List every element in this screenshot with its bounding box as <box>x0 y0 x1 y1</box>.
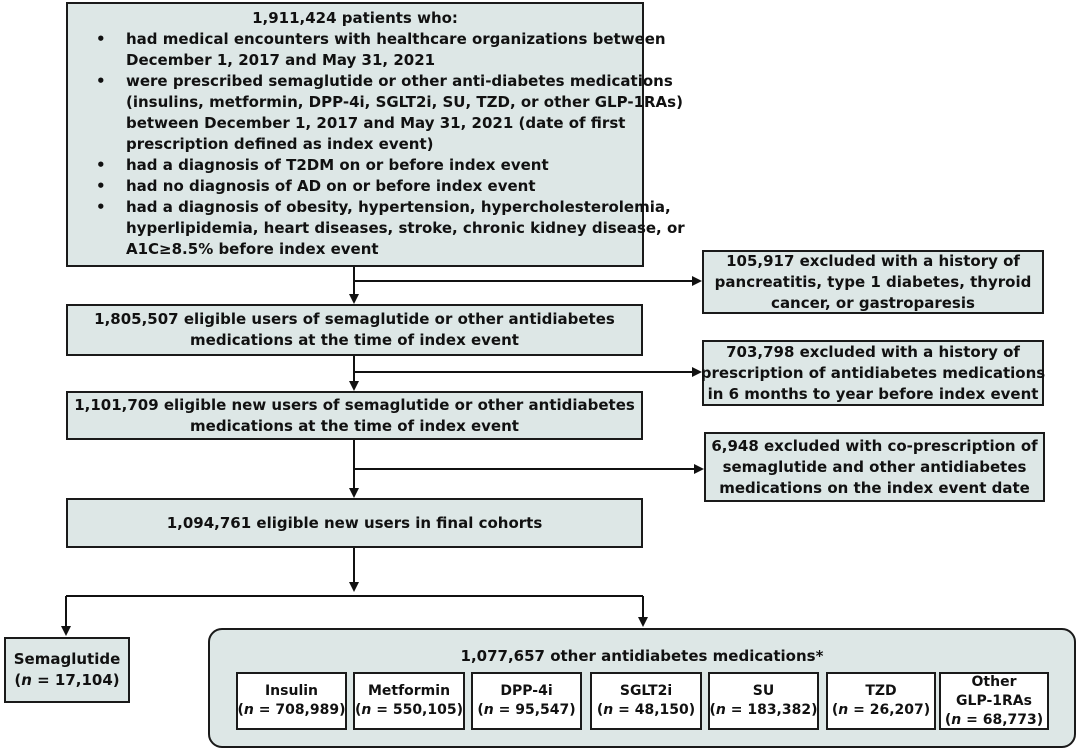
medication-name: Other <box>971 673 1017 690</box>
eligible-new-users-line: 1,101,709 eligible new users of semaglut… <box>74 395 635 414</box>
exclusion-box-3: 6,948 excluded with co-prescription of se… <box>704 432 1045 502</box>
initial-population-title: 1,911,424 patients who: <box>252 9 458 27</box>
initial-population-box: 1,911,424 patients who: had medical enco… <box>66 2 685 267</box>
medication-count: (n = 68,773) <box>944 711 1044 728</box>
criterion-line: had a diagnosis of T2DM on or before ind… <box>126 156 549 174</box>
exclusion-2-line: in 6 months to year before index event <box>707 384 1039 403</box>
semaglutide-count: (n = 17,104) <box>14 671 120 689</box>
medication-count: (n = 48,150) <box>596 702 696 718</box>
eligible-users-box: 1,805,507 eligible users of semaglutide … <box>66 304 643 356</box>
inclusion-criterion: had a diagnosis of obesity, hypertension… <box>78 197 685 260</box>
medication-name: SU <box>752 683 775 699</box>
exclusion-3-line: semaglutide and other antidiabetes <box>722 457 1027 476</box>
medication-name: Insulin <box>264 683 319 699</box>
medication-count: (n = 550,105) <box>354 702 464 718</box>
exclusion-1-line: pancreatitis, type 1 diabetes, thyroid <box>714 272 1032 291</box>
inclusion-criterion: were prescribed semaglutide or other ant… <box>78 71 683 155</box>
exclusion-3-line: medications on the index event date <box>719 478 1030 497</box>
medication-box: SGLT2i (n = 48,150) <box>590 672 702 730</box>
semaglutide-box: Semaglutide (n = 17,104) <box>4 637 130 703</box>
criterion-line: December 1, 2017 and May 31, 2021 <box>126 51 436 69</box>
exclusion-box-1: 105,917 excluded with a history of pancre… <box>702 250 1044 314</box>
medication-box: DPP-4i (n = 95,547) <box>471 672 582 730</box>
medication-box: Metformin (n = 550,105) <box>353 672 465 730</box>
criterion-line: were prescribed semaglutide or other ant… <box>126 72 673 90</box>
medication-count: (n = 95,547) <box>477 702 576 718</box>
medication-count: (n = 183,382) <box>709 702 818 718</box>
exclusion-2-line: prescription of antidiabetes medications <box>700 363 1046 382</box>
inclusion-criterion: had no diagnosis of AD on or before inde… <box>78 176 632 197</box>
medication-box: TZD (n = 26,207) <box>826 672 936 730</box>
exclusion-2-line: 703,798 excluded with a history of <box>726 342 1020 361</box>
final-cohort-box: 1,094,761 eligible new users in final co… <box>66 498 643 548</box>
criterion-line: (insulins, metformin, DPP-4i, SGLT2i, SU… <box>126 93 683 111</box>
other-medications-title: 1,077,657 other antidiabetes medications… <box>460 647 824 665</box>
inclusion-criteria-list: had medical encounters with healthcare o… <box>78 29 685 260</box>
exclusion-box-2: 703,798 excluded with a history of prescr… <box>700 340 1046 406</box>
medication-name: GLP-1RAs <box>956 692 1032 709</box>
criterion-line: hyperlipidemia, heart diseases, stroke, … <box>126 219 685 237</box>
final-cohort-label: 1,094,761 eligible new users in final co… <box>166 513 543 532</box>
semaglutide-label: Semaglutide <box>13 650 121 668</box>
exclusion-1-line: 105,917 excluded with a history of <box>726 251 1020 270</box>
inclusion-criterion: had a diagnosis of T2DM on or before ind… <box>78 155 632 176</box>
medication-box: Insulin (n = 708,989) <box>236 672 347 730</box>
medication-box: SU (n = 183,382) <box>708 672 819 730</box>
exclusion-3-line: 6,948 excluded with co-prescription of <box>711 436 1038 455</box>
medication-count: (n = 26,207) <box>831 702 931 718</box>
criterion-line: between December 1, 2017 and May 31, 202… <box>126 114 626 132</box>
medication-count: (n = 708,989) <box>237 702 346 718</box>
eligible-new-users-box: 1,101,709 eligible new users of semaglut… <box>66 391 643 440</box>
eligible-users-line: medications at the time of index event <box>190 331 519 349</box>
inclusion-criterion: had medical encounters with healthcare o… <box>78 29 666 71</box>
eligible-users-line: 1,805,507 eligible users of semaglutide … <box>94 310 615 328</box>
other-medications-box: 1,077,657 other antidiabetes medications… <box>208 628 1076 748</box>
criterion-line: prescription defined as index event) <box>126 135 434 153</box>
exclusion-1-line: cancer, or gastroparesis <box>771 293 975 312</box>
criterion-line: had no diagnosis of AD on or before inde… <box>126 177 536 195</box>
medication-name: SGLT2i <box>619 683 673 699</box>
criterion-line: A1C≥8.5% before index event <box>126 240 379 258</box>
eligible-new-users-line: medications at the time of index event <box>190 416 519 435</box>
criterion-line: had medical encounters with healthcare o… <box>126 30 666 48</box>
medication-name: DPP-4i <box>500 683 553 699</box>
medication-name: TZD <box>865 683 897 699</box>
medication-name: Metformin <box>367 683 451 699</box>
criterion-line: had a diagnosis of obesity, hypertension… <box>126 198 671 216</box>
